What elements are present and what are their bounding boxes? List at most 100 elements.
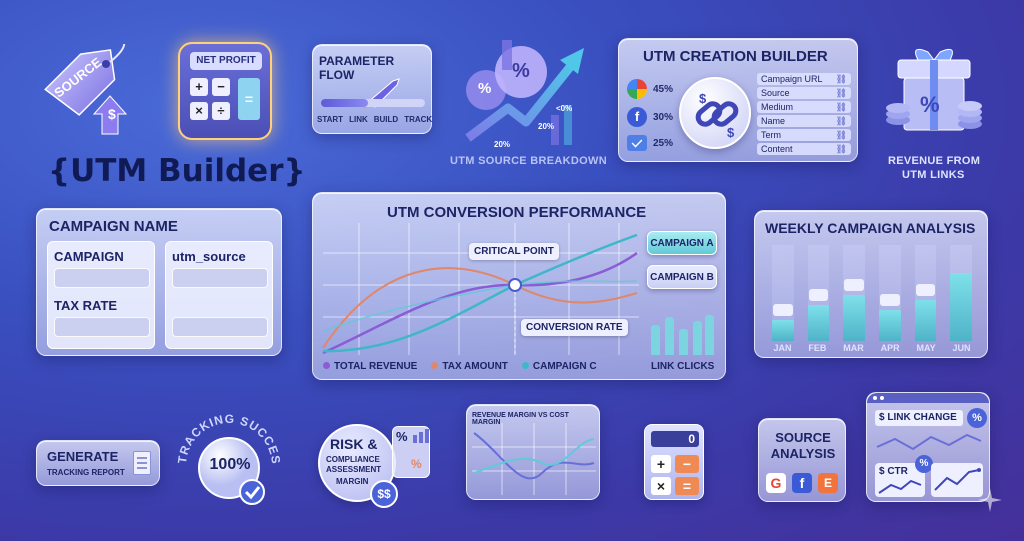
calc-key-minus[interactable]: − xyxy=(675,455,699,473)
svg-text:$: $ xyxy=(699,91,707,106)
link-clicks-bars xyxy=(649,311,715,355)
tracking-report-label: TRACKING REPORT xyxy=(47,468,125,477)
campaign-field-label: CAMPAIGN xyxy=(54,249,124,264)
weekly-campaign-panel: WEEKLY CAMPAIGN ANALYSIS JAN FEB MAR APR… xyxy=(754,210,988,358)
critical-point-marker xyxy=(508,278,522,292)
param-name[interactable]: Name⛓ xyxy=(757,115,851,127)
ctr-trend-card xyxy=(931,463,983,497)
link-chain-icon: $ $ xyxy=(679,77,751,149)
legend-total-revenue: TOTAL REVENUE xyxy=(323,361,417,372)
critical-point-label: CRITICAL POINT xyxy=(469,243,559,260)
risk-line-3: ASSESSMENT xyxy=(326,465,382,474)
utm-creation-builder-panel: UTM CREATION BUILDER 45% f 30% 25% $ $ C… xyxy=(618,38,858,162)
generate-label: GENERATE xyxy=(47,449,119,464)
conversion-line-chart xyxy=(322,223,639,355)
source-row-mail: 25% xyxy=(627,135,673,151)
document-icon xyxy=(133,451,151,475)
link-change-pct: % xyxy=(967,408,987,428)
facebook-badge-icon: f xyxy=(792,473,812,493)
revenue-links-title-2: UTM LINKS xyxy=(902,169,965,181)
google-icon xyxy=(627,79,647,99)
calc-key-minus[interactable]: − xyxy=(212,78,230,96)
gift-box-graphic: % xyxy=(884,42,984,142)
month-label: JUN xyxy=(952,343,971,353)
flow-step-track: TRACK xyxy=(404,115,433,124)
net-profit-calculator: NET PROFIT + − × ÷ = xyxy=(178,42,272,140)
risk-pct-2: % xyxy=(411,457,422,471)
flow-step-link: LINK xyxy=(349,115,368,124)
calc-key-times[interactable]: × xyxy=(190,102,208,120)
weekly-bar xyxy=(843,295,865,341)
campaign-b-button[interactable]: CAMPAIGN B xyxy=(647,265,717,289)
calc-key-plus[interactable]: + xyxy=(190,78,208,96)
month-label: MAR xyxy=(843,343,864,353)
legend-tax-amount: TAX AMOUNT xyxy=(431,361,508,372)
campaign-input[interactable] xyxy=(54,268,150,288)
net-profit-label: NET PROFIT xyxy=(190,52,262,70)
weekly-bar-tooltip xyxy=(808,289,829,301)
mail-icon xyxy=(627,135,647,151)
risk-line-2: COMPLIANCE xyxy=(326,455,380,464)
source-analysis-panel[interactable]: SOURCE ANALYSIS G f E xyxy=(758,418,846,502)
month-label: MAY xyxy=(916,343,936,353)
risk-dollars: $$ xyxy=(370,480,398,508)
source-pct-facebook: 30% xyxy=(653,111,674,123)
weekly-bar-tooltip xyxy=(844,279,865,291)
param-medium[interactable]: Medium⛓ xyxy=(757,101,851,113)
risk-line-1: RISK & xyxy=(330,436,378,452)
source-row-google: 45% xyxy=(627,79,673,99)
link-change-label: $ LINK CHANGE xyxy=(875,410,963,426)
utm-extra-input[interactable] xyxy=(172,317,268,337)
weekly-bar-tooltip xyxy=(772,304,793,316)
calc-key-times[interactable]: × xyxy=(651,477,671,495)
calc-key-equals[interactable]: = xyxy=(238,78,260,120)
google-badge-icon: G xyxy=(766,473,786,493)
param-source[interactable]: Source⛓ xyxy=(757,87,851,99)
weekly-bar xyxy=(950,273,972,341)
calc-key-plus[interactable]: + xyxy=(651,455,671,473)
svg-text:$: $ xyxy=(727,125,735,140)
campaign-name-title: CAMPAIGN NAME xyxy=(49,218,178,235)
param-campaign-url[interactable]: Campaign URL⛓ xyxy=(757,73,851,85)
tracking-success-value: 100% xyxy=(209,456,251,473)
calculator-widget: 0 + − × = xyxy=(644,424,704,500)
weekly-month-labels: JAN FEB MAR APR MAY JUN xyxy=(765,343,979,353)
flow-step-start: START xyxy=(317,115,344,124)
risk-pct-1: % xyxy=(396,429,408,444)
e-badge-icon: E xyxy=(818,473,838,493)
month-label: APR xyxy=(880,343,900,353)
facebook-icon: f xyxy=(627,107,647,127)
campaign-form-col-1: CAMPAIGN TAX RATE xyxy=(47,241,155,349)
breakdown-label-1: <0% xyxy=(556,104,573,113)
revenue-links-title-1: REVENUE FROM xyxy=(888,155,981,167)
source-row-facebook: f 30% xyxy=(627,107,673,127)
campaign-a-button[interactable]: CAMPAIGN A xyxy=(647,231,717,255)
month-label: FEB xyxy=(808,343,827,353)
ctr-pct-badge: % xyxy=(915,455,933,473)
source-pct-mail: 25% xyxy=(653,137,674,149)
weekly-bar xyxy=(807,305,830,341)
breakdown-pct-left: % xyxy=(478,80,492,97)
generate-report-button[interactable]: GENERATE TRACKING REPORT xyxy=(36,440,160,486)
flow-track xyxy=(321,99,425,107)
param-content[interactable]: Content⛓ xyxy=(757,143,851,155)
link-clicks-label: LINK CLICKS xyxy=(651,361,715,372)
legend-campaign-c: CAMPAIGN C xyxy=(521,361,597,372)
tax-rate-label: TAX RATE xyxy=(54,298,118,313)
tax-rate-input[interactable] xyxy=(54,317,150,337)
gift-pct: % xyxy=(920,92,940,117)
weekly-bar xyxy=(879,310,901,341)
parameter-flow-panel: PARAMETER FLOW START LINK BUILD TRACK xyxy=(312,44,432,134)
risk-line-4: MARGIN xyxy=(336,477,369,486)
weekly-bar-chart xyxy=(765,245,979,341)
utm-source-input[interactable] xyxy=(172,268,268,288)
calc-key-equals[interactable]: = xyxy=(675,477,699,495)
source-analysis-line-1: SOURCE xyxy=(775,430,831,445)
calc-key-divide[interactable]: ÷ xyxy=(212,102,230,120)
breakdown-label-3: 20% xyxy=(494,140,511,149)
rocket-icon xyxy=(363,75,403,114)
weekly-bar xyxy=(772,320,794,341)
link-icon: ⛓ xyxy=(835,101,847,112)
param-term[interactable]: Term⛓ xyxy=(757,129,851,141)
link-icon: ⛓ xyxy=(835,143,847,154)
